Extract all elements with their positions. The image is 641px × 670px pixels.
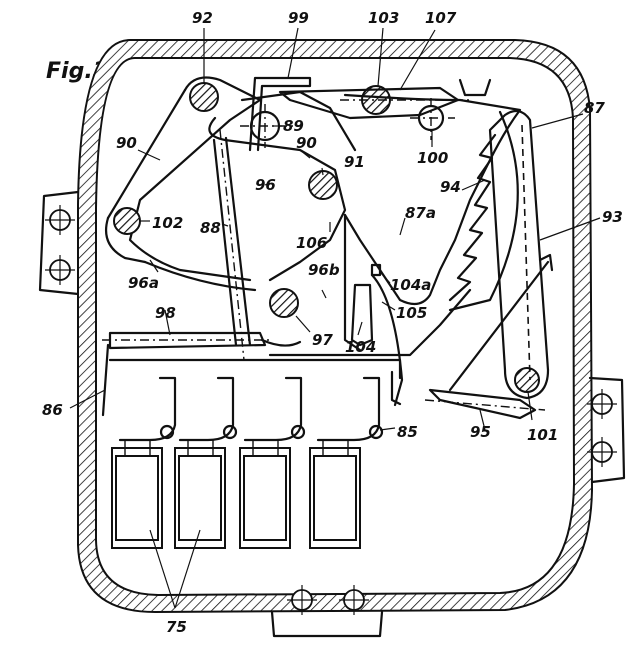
label-92: 92 [192,9,213,27]
bracket-99 [248,76,312,152]
label-107: 107 [425,9,457,27]
label-96: 96 [255,176,276,194]
label-103: 103 [368,9,399,27]
label-106: 106 [296,234,327,252]
label-85: 85 [397,423,418,441]
lever-107 [278,86,460,120]
label-96a: 96a [128,274,159,292]
ratchet-94 [448,133,497,302]
label-99: 99 [288,9,309,27]
label-87: 87 [584,99,605,117]
arm-105 [370,273,404,407]
label-94: 94 [440,178,461,196]
mounting-lug-right [587,376,626,484]
label-90-left: 90 [116,134,137,152]
mounting-lug-left [38,190,80,296]
housing-casing [77,39,594,614]
label-89: 89 [283,117,304,135]
label-96b: 96b [308,261,340,279]
pin-92 [189,82,219,112]
contact-set-2 [178,376,238,442]
pin-91 [308,170,338,200]
label-87a: 87a [405,204,436,222]
contact-set-4 [316,376,384,442]
label-105: 105 [396,304,427,322]
label-104: 104 [345,338,376,356]
coil-3 [239,440,291,549]
label-86: 86 [42,401,63,419]
latch-104a [370,263,382,277]
label-88: 88 [200,219,221,237]
mounting-lug-bottom [270,585,384,638]
label-104a: 104a [390,276,431,294]
pin-102 [113,207,141,235]
label-98: 98 [155,304,176,322]
contact-set-3 [243,376,306,442]
coil-1 [111,440,163,549]
label-100: 100 [417,149,448,167]
leader-lines [69,27,601,609]
label-102: 102 [152,214,183,232]
pin-101 [514,367,540,393]
label-90-center: 90 [296,134,317,152]
link-96 [208,116,347,282]
coil-4 [309,440,361,549]
label-101: 101 [527,426,558,444]
pin-97 [269,288,299,318]
label-95: 95 [470,423,491,441]
label-97: 97 [312,331,333,349]
lever-95 [428,388,537,420]
bar-98 [108,331,267,350]
label-75: 75 [166,618,187,636]
rod-88 [212,138,238,347]
cam-87a [343,93,522,306]
lever-90 [128,76,262,282]
slider-104 [350,283,374,347]
label-91: 91 [344,153,365,171]
lever-87 [488,109,550,400]
contact-set-1 [118,376,177,442]
label-93: 93 [602,208,623,226]
support-86 [101,343,110,417]
